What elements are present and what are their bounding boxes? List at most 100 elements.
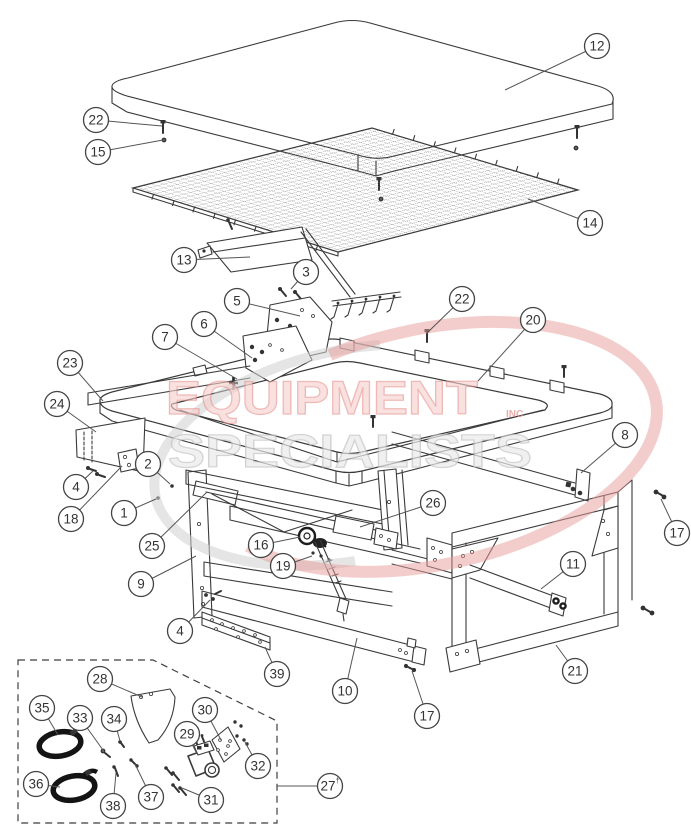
callout-32: 32: [244, 741, 272, 780]
callout-18: 18: [57, 465, 123, 533]
callout-16: 16: [247, 531, 301, 559]
svg-text:28: 28: [92, 672, 107, 687]
callout-26: 26: [359, 489, 447, 528]
svg-text:7: 7: [161, 330, 169, 345]
deflector-part-13: [197, 218, 313, 273]
spinner-motor-29: [187, 734, 220, 778]
screen-part-14: [130, 127, 581, 257]
callout-21: 21: [555, 644, 589, 685]
svg-text:17: 17: [419, 709, 434, 724]
svg-text:22: 22: [454, 292, 469, 307]
callout-17: 17: [660, 498, 691, 547]
mount-plate-39: [201, 611, 271, 651]
callout-13: 13: [170, 246, 251, 274]
watermark-gray-swoosh: [149, 340, 381, 571]
svg-text:27†: 27†: [321, 778, 340, 794]
left-side-attachments: [75, 365, 251, 500]
callout-15: 15: [84, 138, 164, 166]
callout-1: 1: [110, 498, 157, 527]
svg-text:33: 33: [72, 711, 87, 726]
cross-bar-10: [201, 590, 427, 673]
callout-37: 37: [134, 763, 165, 811]
svg-text:13: 13: [176, 253, 191, 268]
callout-39: 39: [263, 646, 291, 688]
svg-text:23: 23: [62, 356, 77, 371]
svg-text:4: 4: [72, 480, 80, 495]
callout-31: 31: [181, 786, 225, 814]
svg-text:21: 21: [567, 664, 582, 679]
spinner-bracket-28: [130, 688, 176, 744]
callout-19: 19: [269, 552, 313, 580]
svg-text:31: 31: [203, 793, 218, 808]
stand-frame-21: [445, 479, 667, 673]
callout-28: 28: [86, 665, 143, 698]
watermark-red-swoosh: [245, 315, 663, 578]
spinner-hose-36: [50, 768, 99, 804]
spinner-hose-35: [36, 728, 84, 760]
svg-text:24: 24: [49, 397, 65, 412]
svg-text:19: 19: [275, 559, 290, 574]
svg-text:1: 1: [120, 506, 128, 521]
callout-12: 12: [504, 32, 611, 91]
callout-38: 38: [99, 772, 127, 820]
svg-text:20: 20: [525, 313, 540, 328]
callout-27: 27†: [277, 772, 344, 800]
callout-30: 30: [191, 696, 222, 741]
callout-22: 22: [426, 285, 476, 334]
callout-14: 14: [527, 198, 604, 237]
svg-text:30: 30: [197, 703, 212, 718]
svg-text:2: 2: [144, 457, 152, 472]
svg-text:18: 18: [63, 512, 78, 527]
callout-35: 35: [28, 694, 59, 736]
callout-3: 3: [290, 258, 320, 290]
svg-text:36: 36: [28, 777, 43, 792]
watermark-word-inc: INC: [506, 409, 523, 420]
mount-plates-5-6-7: [229, 296, 333, 390]
spinner-plate-30: [211, 726, 241, 763]
callout-20: 20: [477, 306, 547, 382]
hopper-frame-part-20: [99, 329, 613, 487]
callout-34: 34: [100, 705, 128, 742]
svg-text:17: 17: [669, 526, 684, 541]
watermark: EQUIPMENT INC SPECIALISTS: [149, 315, 663, 578]
svg-text:4: 4: [176, 624, 184, 639]
callout-5: 5: [223, 287, 301, 317]
callout-7: 7: [151, 323, 238, 380]
watermark-word-specialists: SPECIALISTS: [168, 425, 532, 477]
callout-36: 36: [22, 770, 61, 798]
callout-2: 2: [134, 450, 171, 485]
svg-text:39: 39: [269, 667, 284, 682]
agitator-rod-part: [278, 228, 402, 320]
cross-channel-11: [469, 564, 567, 617]
svg-text:38: 38: [105, 799, 120, 814]
callout-11: 11: [540, 550, 587, 590]
svg-text:10: 10: [337, 684, 352, 699]
callout-25: 25: [138, 491, 208, 560]
callout-29: 29: [173, 720, 201, 755]
callout-23: 23: [56, 349, 104, 402]
svg-text:22: 22: [88, 113, 103, 128]
callout-6: 6: [190, 310, 253, 359]
callout-9: 9: [127, 555, 197, 598]
undercarriage: [185, 468, 421, 619]
svg-text:9: 9: [137, 577, 145, 592]
callout-24: 24: [43, 390, 97, 433]
svg-text:11: 11: [566, 557, 580, 572]
svg-text:15: 15: [90, 145, 105, 160]
svg-text:5: 5: [233, 294, 241, 309]
bolt-plate-8: [391, 431, 591, 502]
svg-text:3: 3: [302, 265, 310, 280]
svg-text:12: 12: [589, 39, 604, 54]
svg-text:34: 34: [106, 712, 122, 727]
callout-10: 10: [331, 637, 359, 705]
svg-text:25: 25: [144, 539, 159, 554]
diagram-linework: [17, 19, 667, 824]
svg-text:32: 32: [250, 759, 265, 774]
svg-text:8: 8: [621, 428, 629, 443]
callout-33: 33: [66, 704, 104, 751]
callout-8: 8: [580, 421, 639, 474]
svg-text:37: 37: [143, 790, 158, 805]
callout-4: 4: [166, 599, 211, 645]
